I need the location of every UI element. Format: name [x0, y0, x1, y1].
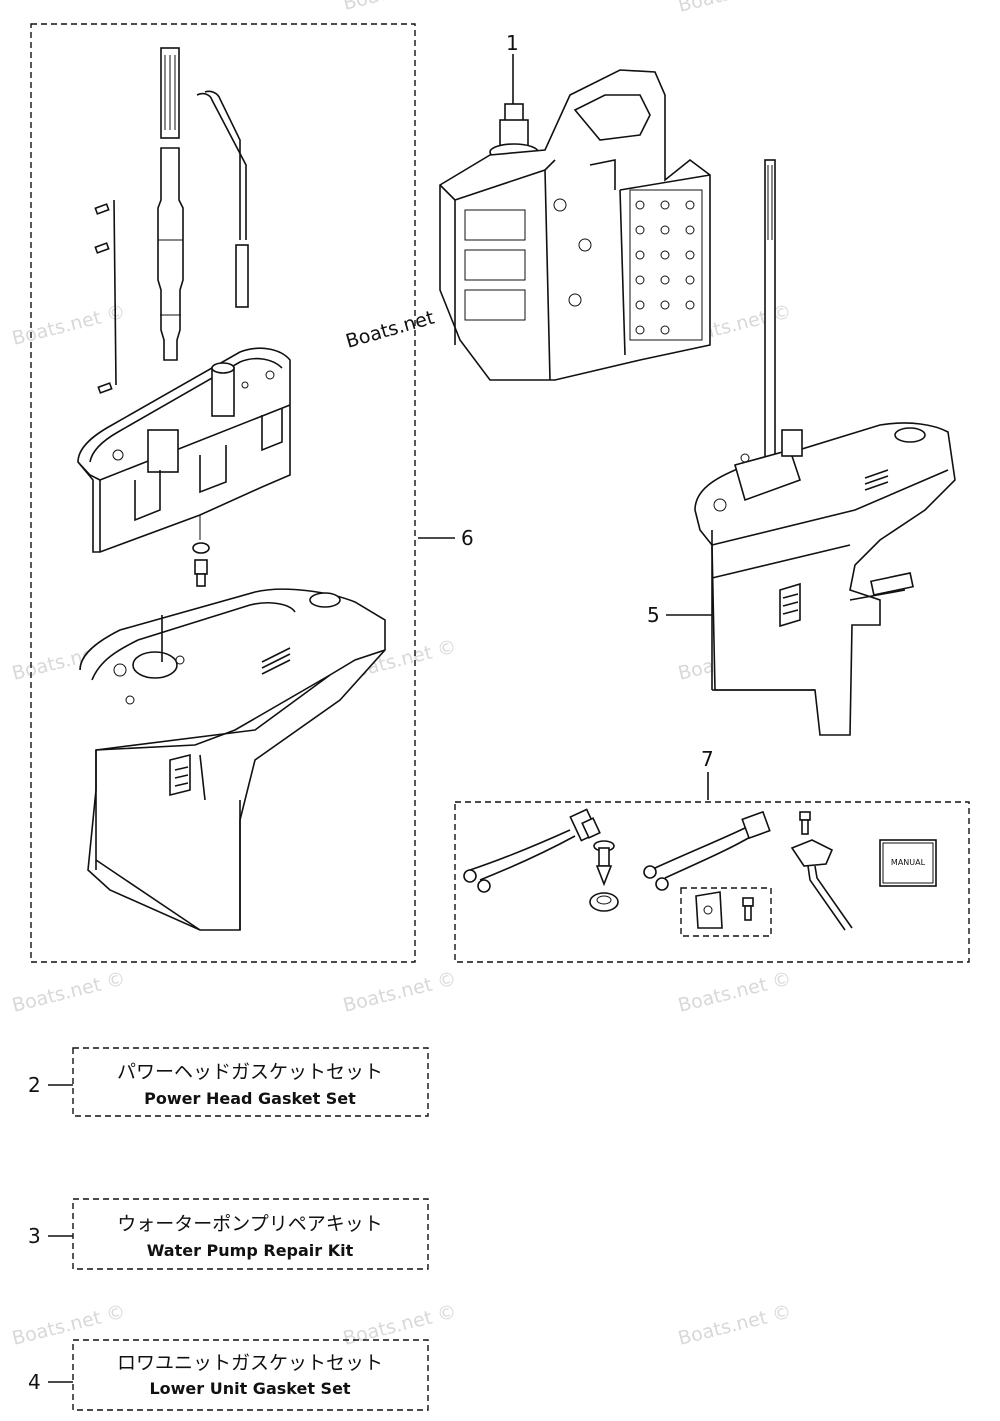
callout-4: 4 — [28, 1370, 41, 1394]
power-head-gasket-set-en: Power Head Gasket Set — [144, 1089, 356, 1108]
water-pump-repair-kit-jp: ウォーターポンプリペアキット — [117, 1213, 382, 1235]
kit-7-group: MANUAL — [454, 801, 970, 963]
watermark: Boats.net © — [10, 1300, 128, 1349]
bracket-subgroup-frame — [680, 887, 772, 937]
callout-1: 1 — [506, 31, 519, 55]
stud-bolt-icon — [94, 199, 117, 394]
wire-lead-icon — [643, 810, 771, 891]
callout-2: 2 — [28, 1073, 41, 1097]
callout-3: 3 — [28, 1224, 41, 1248]
watermark: Boats.net © — [341, 967, 459, 1016]
wire-harness-icon — [463, 808, 601, 893]
watermark: Boats.net © — [676, 1300, 794, 1349]
callout-5: 5 — [647, 603, 660, 627]
watermark: Boats.net © — [676, 0, 794, 17]
power-head-icon — [439, 54, 711, 381]
callout-7: 7 — [701, 747, 714, 771]
watermark: Boats.net © — [676, 967, 794, 1016]
bolt-icon — [192, 542, 210, 587]
drive-shaft-icon — [157, 47, 184, 361]
callout-6: 6 — [461, 526, 474, 550]
watermark: Boats.net © — [10, 967, 128, 1016]
watermark: Boats.net © — [341, 1300, 459, 1349]
watermark: Boats.net © — [10, 300, 128, 349]
lower-unit-gasket-set-jp: ロワユニットガスケットセット — [117, 1352, 383, 1374]
power-head-gasket-set-jp: パワーヘッドガスケットセット — [117, 1061, 383, 1083]
gearcase-icon — [79, 588, 386, 931]
water-tube-icon — [196, 90, 249, 308]
water-pump-repair-kit-box: ウォーターポンプリペアキット Water Pump Repair Kit — [72, 1198, 429, 1270]
lower-unit-icon — [694, 159, 956, 736]
lower-unit-gasket-set-en: Lower Unit Gasket Set — [149, 1379, 350, 1398]
sensor-icon — [589, 840, 619, 912]
group-7-frame — [454, 801, 970, 963]
bracket-icon — [695, 891, 723, 929]
watermark: Boats.net © — [341, 0, 459, 15]
screw-icon — [742, 897, 754, 921]
manual-icon: MANUAL — [879, 839, 937, 887]
group-6-frame — [30, 23, 416, 963]
water-pump-repair-kit-en: Water Pump Repair Kit — [147, 1241, 354, 1260]
lower-unit-gasket-set-box: ロワユニットガスケットセット Lower Unit Gasket Set — [72, 1339, 429, 1411]
pickup-sensor-icon — [790, 811, 853, 931]
watermark-main: Boats.net — [343, 307, 436, 353]
lower-unit-assembly-group — [30, 23, 416, 963]
manual-label: MANUAL — [891, 858, 926, 867]
driveshaft-housing-icon — [77, 347, 291, 553]
power-head-gasket-set-box: パワーヘッドガスケットセット Power Head Gasket Set — [72, 1047, 429, 1117]
